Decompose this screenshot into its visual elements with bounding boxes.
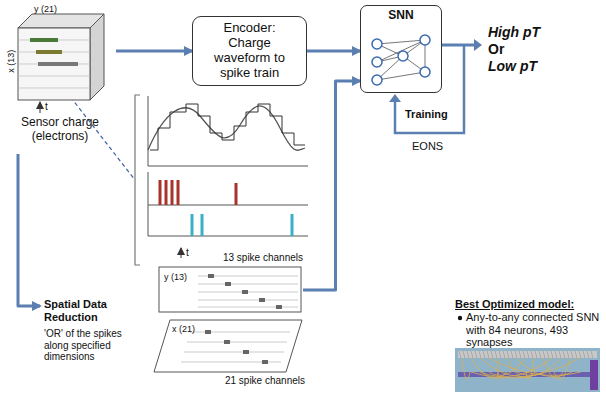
staircase: [150, 104, 305, 150]
node-title: 21 spike channels: [210, 375, 305, 387]
note-text: Any-to-any connected SNN with 84 neurons…: [466, 311, 602, 349]
spikes-cyan: [192, 214, 292, 236]
node-title: y (21): [34, 4, 94, 14]
reduction-note: Spatial Data Reduction 'OR' of the spikes…: [40, 298, 144, 370]
network-picture: [455, 348, 600, 392]
note-heading: Best Optimized model:: [455, 298, 574, 311]
method-label: EONS: [412, 140, 443, 153]
axes: [148, 96, 308, 166]
output-arrow: [442, 44, 474, 47]
training-label: Training: [405, 108, 448, 121]
node-title: SNN: [361, 9, 441, 23]
output-label: Low pT: [488, 58, 537, 74]
time-arrow: [181, 248, 182, 258]
arrowhead: [389, 94, 401, 102]
node-text: Charge waveform to spike train: [199, 36, 300, 81]
snn-box: SNN: [360, 5, 442, 93]
node-text: x (21): [172, 324, 212, 334]
output-label: High pT: [488, 24, 540, 40]
sensor-cube: y (21) x (13) Sensor charge (electrons): [4, 4, 116, 154]
axes: [148, 172, 308, 236]
flow-arrow: [18, 154, 40, 306]
node-text: x (13): [6, 44, 16, 78]
spikes-red: [160, 180, 236, 205]
waveform: [148, 106, 305, 151]
node-text: Sensor charge (electrons): [6, 116, 114, 144]
channel-plot: 21 spike channels x (21): [150, 318, 305, 392]
node-text: y (13): [164, 272, 204, 282]
node-text: 'OR' of the spikes along specified dimen…: [44, 328, 142, 363]
encoder-box: Encoder:Charge waveform to spike train: [192, 16, 307, 86]
flow-arrow: [303, 81, 360, 290]
channel-plot: 13 spike channels y (13): [158, 252, 303, 314]
time-label: t: [186, 247, 189, 259]
time-arrow: [40, 102, 41, 113]
flow-arrow: [116, 50, 192, 53]
node-title: Encoder:: [223, 21, 275, 36]
flow-arrow: [307, 50, 360, 53]
bullet: [458, 316, 462, 320]
cube-drawing: [4, 4, 116, 104]
node-title: Spatial Data Reduction: [44, 298, 142, 323]
bracket: [135, 95, 140, 265]
output-label: Or: [488, 41, 504, 57]
time-label: t: [45, 101, 48, 113]
node-title: 13 spike channels: [213, 252, 303, 264]
arrowhead: [474, 39, 482, 51]
